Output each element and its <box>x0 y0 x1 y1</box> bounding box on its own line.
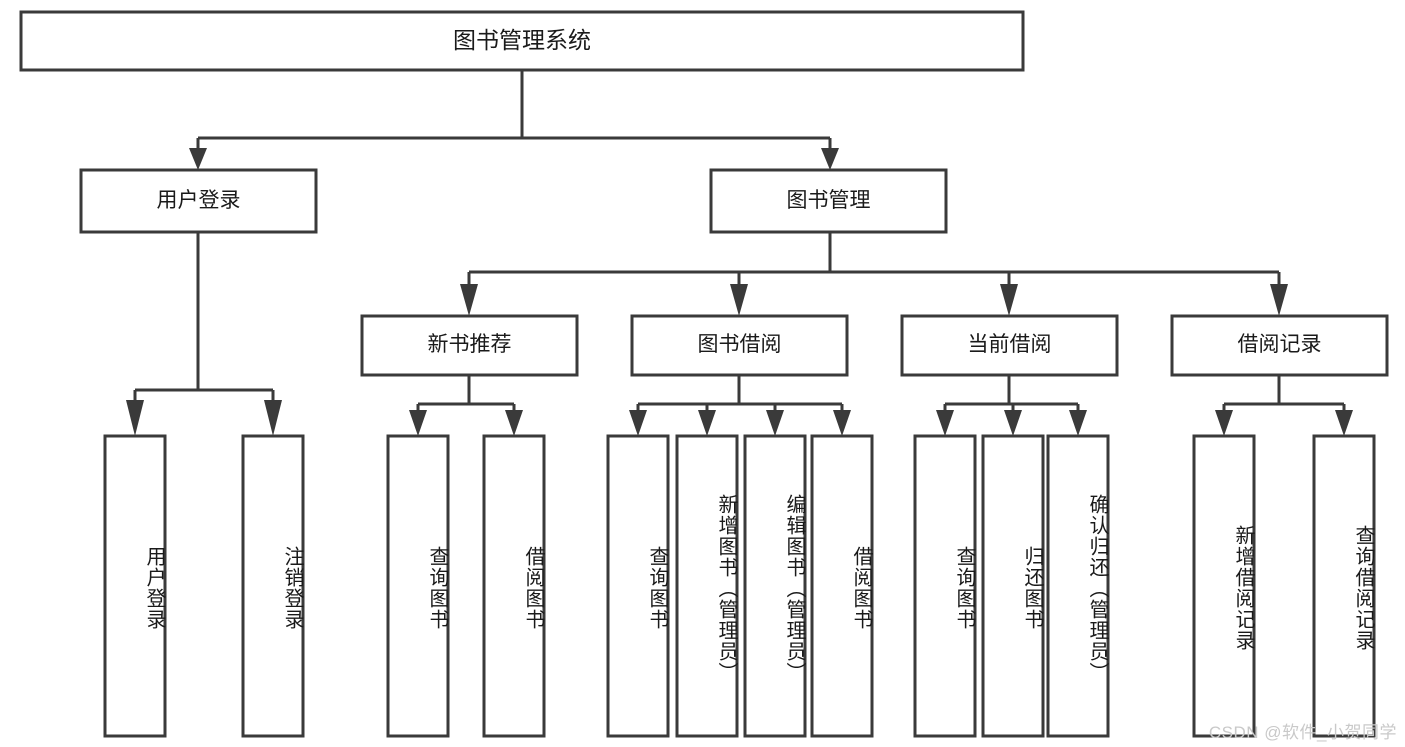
node-box-leaf-borrow-book-2[interactable] <box>810 434 874 738</box>
arrow-leaf-borrow-book-1 <box>505 410 523 436</box>
arrow-leaf-user-login <box>126 400 144 436</box>
node-box-current-borrow[interactable] <box>900 314 1119 377</box>
arrow-user-login <box>189 148 207 170</box>
node-box-leaf-return-book[interactable] <box>981 434 1045 738</box>
node-box-user-login[interactable] <box>79 168 318 234</box>
node-box-leaf-query-record[interactable] <box>1312 434 1376 738</box>
node-box-book-borrow[interactable] <box>630 314 849 377</box>
arrow-leaf-query-book-3 <box>936 410 954 436</box>
node-box-leaf-add-record[interactable] <box>1192 434 1256 738</box>
connector-group <box>126 70 1353 436</box>
arrow-leaf-query-book-2 <box>629 410 647 436</box>
node-box-leaf-confirm-return[interactable] <box>1046 434 1110 738</box>
node-box-leaf-edit-book[interactable] <box>743 434 807 738</box>
node-box-leaf-query-book-1[interactable] <box>386 434 450 738</box>
node-box-leaf-add-book[interactable] <box>675 434 739 738</box>
arrow-leaf-edit-book <box>766 410 784 436</box>
node-box-book-manage[interactable] <box>709 168 948 234</box>
arrow-leaf-query-book-1 <box>409 410 427 436</box>
node-box-group <box>19 10 1389 738</box>
arrow-leaf-borrow-book-2 <box>833 410 851 436</box>
arrow-book-borrow <box>730 284 748 316</box>
arrow-leaf-logout <box>264 400 282 436</box>
arrow-leaf-return-book <box>1004 410 1022 436</box>
arrow-borrow-record <box>1270 284 1288 316</box>
node-box-leaf-query-book-3[interactable] <box>913 434 977 738</box>
arrow-leaf-add-book <box>698 410 716 436</box>
arrow-new-book-rec <box>460 284 478 316</box>
node-box-leaf-borrow-book-1[interactable] <box>482 434 546 738</box>
arrow-leaf-query-record <box>1335 410 1353 436</box>
arrow-current-borrow <box>1000 284 1018 316</box>
node-box-new-book-rec[interactable] <box>360 314 579 377</box>
node-box-leaf-user-login[interactable] <box>103 434 167 738</box>
arrow-leaf-confirm-return <box>1069 410 1087 436</box>
node-box-leaf-query-book-2[interactable] <box>606 434 670 738</box>
node-box-leaf-logout[interactable] <box>241 434 305 738</box>
node-box-root[interactable] <box>19 10 1025 72</box>
watermark-text: CSDN @软件_小贺同学 <box>1208 723 1397 742</box>
arrow-leaf-add-record <box>1215 410 1233 436</box>
node-box-borrow-record[interactable] <box>1170 314 1389 377</box>
arrow-book-manage <box>821 148 839 170</box>
